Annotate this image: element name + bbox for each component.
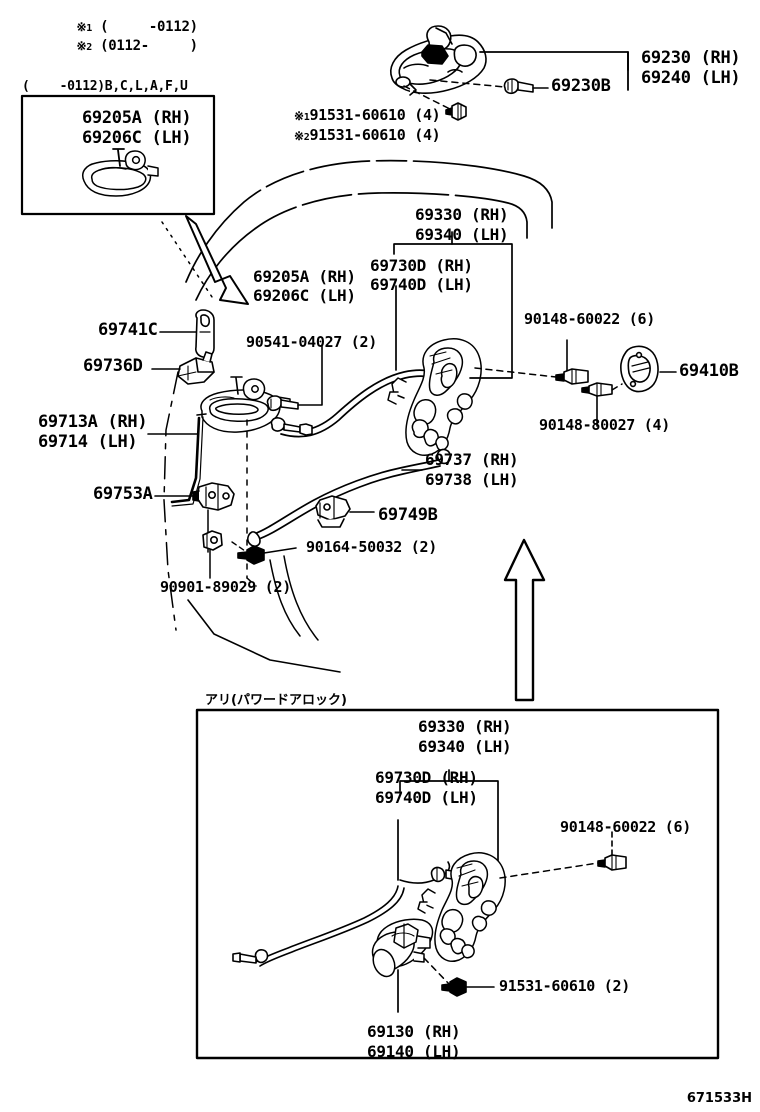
label-69206c: 69206C (LH) [253, 286, 356, 305]
part-90148-60022-bolt [555, 339, 589, 385]
part-69749b-clamp [315, 495, 351, 528]
leader-90541 [297, 345, 323, 406]
door-outline-lower [195, 192, 528, 301]
label-90541: 90541-04027 (2) [246, 333, 377, 351]
dash-90148-60022 [474, 367, 557, 378]
b-label-69340-lh: 69340 (LH) [418, 737, 512, 756]
b-dash-90148 [499, 862, 599, 879]
part-69736d-retainer [177, 351, 215, 385]
handle-illustration-inset [82, 148, 159, 197]
label-69713a: 69713A (RH) [38, 412, 148, 432]
b-label-69130-rh: 69130 (RH) [367, 1022, 461, 1041]
label-69230-rh: 69230 (RH) [641, 48, 741, 68]
part-91531-screw-top [445, 102, 467, 121]
part-69330-lock-assembly [387, 338, 482, 456]
inset-link [161, 221, 215, 301]
part-69737-cable [247, 448, 452, 547]
part-69205a-handle [200, 376, 291, 433]
label-69206c-inset: 69206C (LH) [82, 128, 192, 148]
label-91531-mark1: ※191531-60610 (4) [293, 106, 441, 125]
b-label-69730d: 69730D (RH) [375, 768, 478, 787]
label-90148-80027: 90148-80027 (4) [539, 416, 670, 434]
label-90901: 90901-89029 (2) [160, 578, 291, 596]
label-69753a: 69753A [93, 484, 153, 504]
diagram-corner-code: 671533H [686, 1091, 752, 1106]
b-part-69130-motor [371, 918, 434, 978]
b-dash-91531 [423, 957, 451, 986]
note-mark-2: ※2 (0112- ) [76, 38, 198, 55]
part-69410b-striker [620, 345, 659, 393]
note-mark-1: ※1 ( -0112) [76, 19, 198, 36]
label-90148-60022: 90148-60022 (6) [524, 310, 655, 328]
label-90164: 90164-50032 (2) [306, 538, 437, 556]
label-69738-lh: 69738 (LH) [425, 470, 519, 489]
label-69205a: 69205A (RH) [253, 267, 356, 286]
label-69737-rh: 69737 (RH) [425, 450, 519, 469]
label-69749b: 69749B [378, 505, 438, 525]
label-69736d: 69736D [83, 356, 143, 376]
inset-top-caption: ( -0112)B,C,L,A,F,U [22, 79, 188, 94]
b-label-69140-lh: 69140 (LH) [367, 1042, 461, 1061]
door-lower-edge [187, 599, 341, 673]
label-69330-rh: 69330 (RH) [415, 205, 509, 224]
inset-bottom-caption: アリ(パワードアロック) [205, 693, 347, 708]
dash-91531-top [403, 85, 453, 111]
label-69410b: 69410B [679, 361, 739, 381]
door-outline-upper [185, 159, 553, 283]
label-69340-lh: 69340 (LH) [415, 225, 509, 244]
b-part-69330-lock [417, 852, 506, 962]
b-label-69330-rh: 69330 (RH) [418, 717, 512, 736]
label-69730d: 69730D (RH) [370, 256, 473, 275]
pointer-arrow-inset [185, 215, 249, 305]
dash-90148-80027 [611, 383, 623, 391]
leader-90164 [263, 547, 297, 554]
part-90148-80027-bolt [581, 382, 613, 427]
label-69714: 69714 (LH) [38, 432, 138, 452]
part-90541-clip-a [266, 395, 299, 412]
leader-69330 [393, 243, 513, 379]
part-69230b-bolt [503, 78, 534, 95]
label-69240-lh: 69240 (LH) [641, 68, 741, 88]
b-part-69730d-cable [232, 861, 459, 967]
door-curve-b [283, 555, 319, 641]
label-91531-mark2: ※291531-60610 (4) [293, 126, 441, 145]
part-90901-grommet [202, 530, 223, 551]
part-69753a-clip [192, 482, 235, 511]
label-69205a-inset: 69205A (RH) [82, 108, 192, 128]
door-inner-dash [163, 371, 179, 631]
part-69741c-clip [195, 309, 215, 358]
dash-69230b [429, 79, 506, 88]
b-label-69740d: 69740D (LH) [375, 788, 478, 807]
door-curve-a [269, 559, 301, 637]
part-69230-actuator [390, 25, 487, 96]
section-pointer-arrow [503, 538, 546, 702]
label-69230b: 69230B [551, 76, 611, 96]
b-label-91531: 91531-60610 (2) [499, 977, 630, 995]
label-69740d: 69740D (LH) [370, 275, 473, 294]
b-label-90148: 90148-60022 (6) [560, 818, 691, 836]
b-part-91531-screw [441, 977, 467, 997]
label-69741c: 69741C [98, 320, 158, 340]
